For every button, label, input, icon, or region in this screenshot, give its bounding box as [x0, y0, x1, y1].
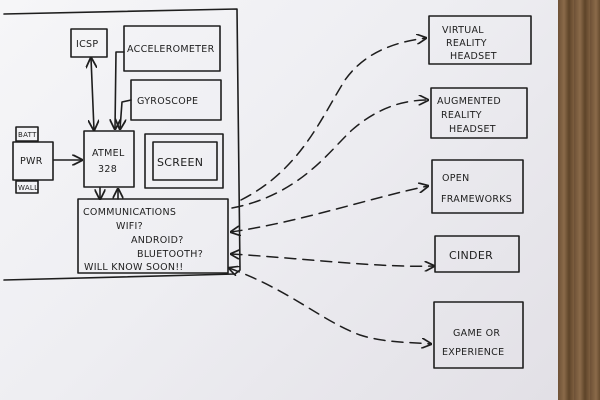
wall-label: WALL	[18, 184, 38, 192]
screen-inner-frame	[152, 141, 218, 181]
screen-label: SCREEN	[157, 156, 203, 169]
pwr-label: PWR	[20, 156, 43, 167]
ar-headset-label-2: REALITY	[441, 110, 482, 121]
communications-note: WILL KNOW SOON!!	[84, 262, 184, 273]
link-to-vr-headset	[240, 38, 426, 201]
batt-label: BATT	[18, 131, 37, 139]
accelerometer-atmel-connector	[115, 51, 125, 129]
game-or-experience-label-1: GAME OR	[453, 328, 500, 339]
accelerometer-label: ACCELEROMETER	[127, 44, 215, 55]
communications-wifi: WIFI?	[116, 221, 143, 232]
pwr-box	[12, 141, 54, 181]
output-box-vr-headset	[428, 15, 532, 65]
communications-android: ANDROID?	[131, 235, 184, 246]
output-box-game-or-experience	[433, 301, 524, 369]
link-to-ar-headset	[231, 100, 428, 209]
link-to-openframeworks	[231, 186, 428, 232]
output-box-ar-headset	[430, 87, 528, 139]
batt-box	[15, 126, 39, 142]
gyroscope-label: GYROSCOPE	[137, 96, 198, 107]
openframeworks-label-1: OPEN	[442, 173, 470, 184]
communications-bluetooth: BLUETOOTH?	[137, 249, 203, 260]
ar-headset-label-1: AUGMENTED	[437, 96, 501, 107]
link-to-game-or-experience	[229, 268, 431, 344]
screen-outer-frame	[144, 133, 224, 189]
icsp-label: ICSP	[76, 39, 98, 50]
accelerometer-box	[123, 25, 221, 72]
communications-label: COMMUNICATIONS	[83, 207, 176, 218]
atmel-label-line1: ATMEL	[92, 148, 125, 159]
wood-surface	[558, 0, 600, 400]
ar-headset-label-3: HEADSET	[449, 124, 496, 135]
vr-headset-label-1: VIRTUAL	[442, 25, 484, 36]
icsp-atmel-connector	[91, 58, 94, 130]
output-box-openframeworks	[431, 159, 524, 214]
communications-box	[77, 198, 229, 274]
game-or-experience-label-2: EXPERIENCE	[442, 347, 504, 358]
link-to-cinder	[231, 254, 434, 266]
vr-headset-label-2: REALITY	[446, 38, 487, 49]
atmel-label-line2: 328	[98, 164, 117, 175]
openframeworks-label-2: FRAMEWORKS	[441, 194, 512, 205]
vr-headset-label-3: HEADSET	[450, 51, 497, 62]
atmel-box	[83, 130, 135, 188]
gyroscope-atmel-connector	[120, 99, 132, 129]
cinder-label: CINDER	[449, 249, 493, 262]
wall-box	[15, 180, 39, 194]
